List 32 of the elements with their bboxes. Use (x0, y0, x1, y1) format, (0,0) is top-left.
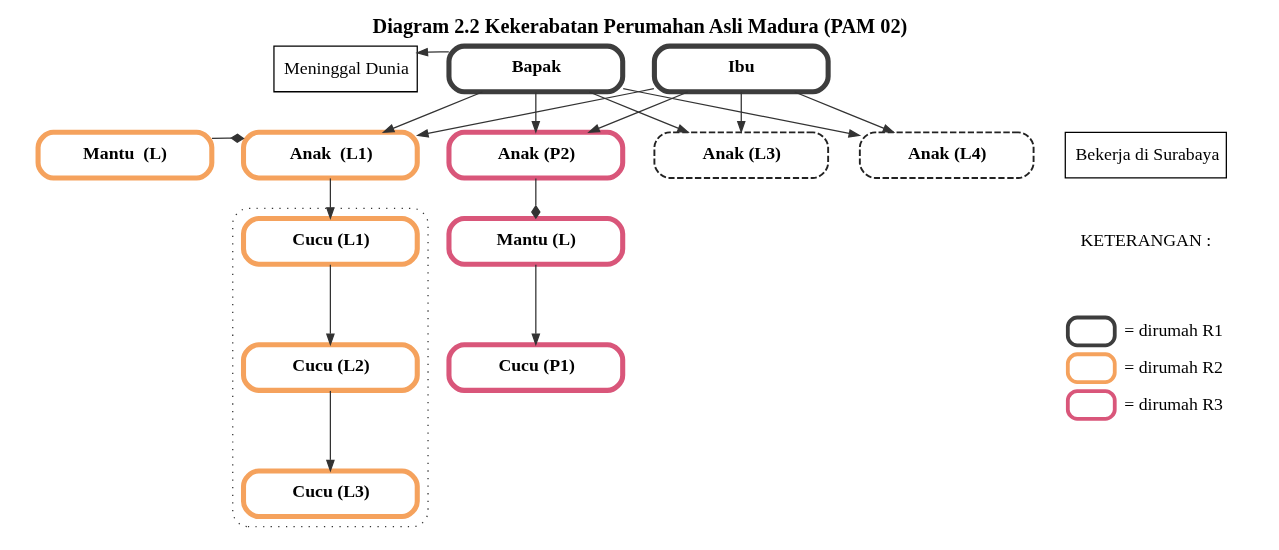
arrow (736, 91, 746, 134)
node-box: Mantu (L) (35, 129, 215, 181)
node-box: Cucu (L1) (241, 216, 420, 267)
node-box: Cucu (L3) (241, 468, 420, 520)
legend-label: = dirumah R3 (1124, 393, 1224, 414)
arrow (325, 177, 335, 220)
node-box: Bekerja di Surabaya (1064, 131, 1227, 179)
arrow (531, 264, 541, 347)
arrow (622, 87, 862, 138)
legend-label: = dirumah R1 (1124, 320, 1224, 341)
arrow (415, 87, 655, 138)
connector (531, 177, 541, 220)
arrow (381, 91, 484, 133)
node-box: Anak (L4) (858, 131, 1035, 179)
arrow (325, 390, 335, 473)
arrow (794, 91, 896, 133)
connector (211, 133, 245, 144)
diagram-title: Diagram 2.2 Kekerabatan Perumahan Asli Madura (PAM 02) (372, 15, 908, 38)
node-box: Anak (L1) (241, 129, 420, 181)
node-box: Anak (L3) (653, 131, 830, 179)
arrow (415, 47, 450, 57)
node-box: Mantu (L) (446, 216, 626, 267)
node-box: Ibu (651, 43, 831, 95)
node-box: Cucu (P1) (446, 342, 626, 393)
node-box: Bapak (446, 43, 626, 95)
arrow (325, 264, 335, 347)
node-box: Cucu (L2) (241, 342, 420, 393)
legend-label: = dirumah R2 (1124, 356, 1224, 377)
node-box: Anak (P2) (446, 129, 626, 181)
label: KETERANGAN : (1080, 230, 1212, 251)
node-box: Meninggal Dunia (273, 45, 418, 93)
arrow (531, 91, 541, 134)
